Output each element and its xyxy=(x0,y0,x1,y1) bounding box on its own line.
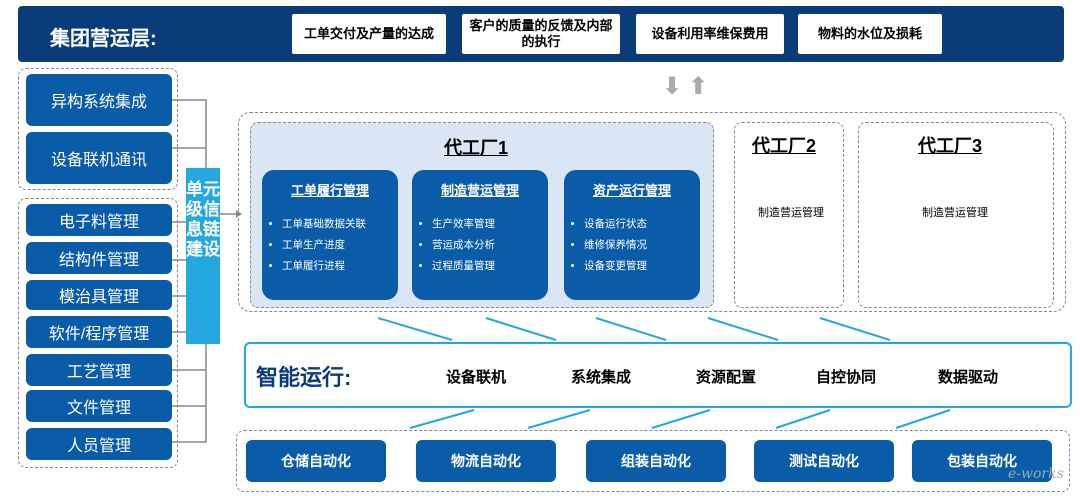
step-system-integration: 系统集成 xyxy=(570,368,631,386)
header-box-4: 物料的水位及损耗 xyxy=(798,14,942,54)
up-down-arrows-icon: ⬇⬆ xyxy=(662,73,715,100)
left-item-software: 软件/程序管理 xyxy=(26,316,172,348)
bracket-line-mid xyxy=(172,221,186,333)
automation-logistics: 物流自动化 xyxy=(416,440,556,482)
left-group-bottom xyxy=(18,198,178,468)
bracket-line-top xyxy=(172,99,207,168)
list-item: 工单履行进程 xyxy=(282,256,366,277)
arrow-head-to-main xyxy=(236,210,242,218)
header-box-2: 客户的质量的反馈及内部的执行 xyxy=(462,14,620,54)
header-box-1: 工单交付及产量的达成 xyxy=(292,14,446,54)
step-device-connect: 设备联机 xyxy=(445,368,506,386)
left-item-device-communication: 设备联机通讯 xyxy=(26,132,172,184)
card-asset: 资产运行管理 设备运行状态 维修保养情况 设备变更管理 xyxy=(564,170,700,300)
step-data-driven: 数据驱动 xyxy=(937,368,998,386)
left-item-process: 工艺管理 xyxy=(26,354,172,386)
factory-2-sub: 制造营运管理 xyxy=(758,207,824,219)
left-item-fixture: 模治具管理 xyxy=(26,280,172,310)
factory-2-panel xyxy=(734,122,844,308)
automation-assembly: 组装自动化 xyxy=(586,440,726,482)
automation-packaging: 包装自动化 xyxy=(912,440,1052,482)
smart-operation-bar xyxy=(244,342,1072,408)
left-item-personnel: 人员管理 xyxy=(26,428,172,460)
list-item: 过程质量管理 xyxy=(432,256,495,277)
card-asset-title: 资产运行管理 xyxy=(592,183,671,198)
header-title: 集团营运层: xyxy=(50,28,157,50)
factory-3-sub: 制造营运管理 xyxy=(922,207,988,219)
factory-3-panel xyxy=(858,122,1054,308)
card-work-order-title: 工单履行管理 xyxy=(290,183,369,198)
left-item-heterogeneous-system: 异构系统集成 xyxy=(26,74,172,126)
automation-warehouse: 仓储自动化 xyxy=(246,440,386,482)
automation-container xyxy=(236,430,1070,492)
left-group-top xyxy=(18,68,178,190)
list-item: 生产效率管理 xyxy=(432,214,495,235)
card-manufacturing-title: 制造营运管理 xyxy=(440,183,519,198)
list-item: 维修保养情况 xyxy=(584,235,647,256)
step-resource-allocation: 资源配置 xyxy=(695,368,756,386)
factory-2-title: 代工厂2 xyxy=(752,136,817,156)
list-item: 工单基础数据关联 xyxy=(282,214,366,235)
list-item: 工单生产进度 xyxy=(282,235,366,256)
list-item: 设备变更管理 xyxy=(584,256,647,277)
left-item-structure: 结构件管理 xyxy=(26,242,172,274)
smart-operation-title: 智能运行: xyxy=(256,365,352,390)
card-manufacturing: 制造营运管理 生产效率管理 营运成本分析 过程质量管理 xyxy=(412,170,548,300)
funnel-lines-lower xyxy=(409,409,951,429)
factory-3-title: 代工厂3 xyxy=(918,136,983,156)
list-item: 营运成本分析 xyxy=(432,235,495,256)
left-item-document: 文件管理 xyxy=(26,390,172,422)
automation-testing: 测试自动化 xyxy=(754,440,894,482)
factories-container xyxy=(238,112,1066,312)
left-item-electronic: 电子料管理 xyxy=(26,204,172,236)
factory-1-title: 代工厂1 xyxy=(444,138,509,158)
step-auto-coordination: 自控协同 xyxy=(815,368,876,386)
card-work-order: 工单履行管理 工单基础数据关联 工单生产进度 工单履行进程 xyxy=(262,170,398,300)
unit-info-chain-label: 单元级信息链建设 xyxy=(186,168,220,344)
header-box-3: 设备利用率维保费用 xyxy=(636,14,784,54)
funnel-lines-upper xyxy=(377,317,891,341)
watermark-logo: e-works xyxy=(1008,466,1064,482)
list-item: 设备运行状态 xyxy=(584,214,647,235)
